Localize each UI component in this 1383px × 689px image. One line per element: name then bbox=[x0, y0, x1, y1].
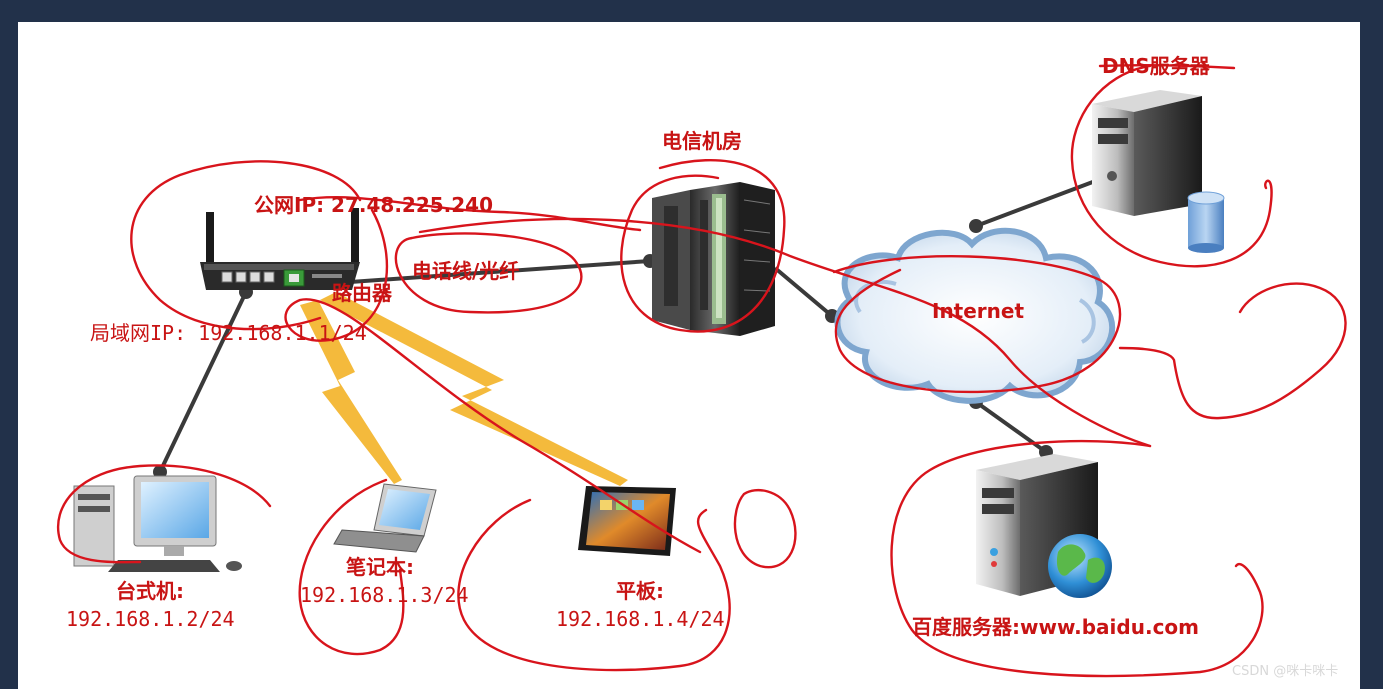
baidu-server-label: 百度服务器:www.baidu.com bbox=[912, 615, 1199, 639]
link-router-desktop bbox=[158, 291, 248, 473]
tablet-icon bbox=[578, 486, 676, 556]
desktop-ip-label: 192.168.1.2/24 bbox=[66, 607, 235, 631]
dns-server-label: DNS服务器 bbox=[1102, 54, 1211, 78]
router-icon bbox=[200, 208, 360, 290]
laptop-ip-label: 192.168.1.3/24 bbox=[300, 583, 469, 607]
watermark: CSDN @咪卡咪卡 bbox=[1232, 664, 1338, 679]
internet-label: Internet bbox=[932, 299, 1024, 323]
tablet-ip-label: 192.168.1.4/24 bbox=[556, 607, 725, 631]
lan-ip-label: 局域网IP: 192.168.1.1/24 bbox=[90, 321, 367, 345]
lan-loop bbox=[284, 208, 702, 554]
links bbox=[158, 178, 1099, 473]
globe-icon bbox=[1048, 534, 1112, 598]
public-ip-label: 公网IP: 27.48.225.240 bbox=[254, 193, 493, 217]
telecom-circle bbox=[620, 158, 786, 333]
laptop-icon bbox=[333, 483, 437, 553]
phone-fiber-label: 电话线/光纤 bbox=[412, 259, 519, 283]
database-icon bbox=[1187, 191, 1225, 253]
cloud-icon bbox=[834, 227, 1116, 404]
red-annotations bbox=[57, 63, 1347, 678]
laptop-circle bbox=[298, 478, 405, 656]
lightning-icon bbox=[300, 292, 628, 486]
baidu-circle bbox=[890, 439, 1264, 678]
link-internet-baidu bbox=[974, 400, 1048, 454]
dns-server-icon bbox=[1092, 90, 1202, 216]
router-circle bbox=[130, 160, 362, 331]
public-ip-circle bbox=[298, 196, 642, 232]
router-label: 路由器 bbox=[332, 281, 393, 305]
telecom-internet-stroke bbox=[418, 217, 1152, 448]
dns-strike bbox=[1098, 63, 1236, 70]
telecom-rack-icon bbox=[652, 182, 775, 336]
tablet-circle bbox=[457, 498, 731, 672]
laptop-name-label: 笔记本: bbox=[346, 555, 414, 579]
tablet-name-label: 平板: bbox=[616, 579, 664, 603]
link-internet-dns bbox=[975, 178, 1099, 228]
link-router-telecom bbox=[307, 259, 651, 287]
right-squiggle bbox=[1118, 282, 1347, 420]
desktop-circle bbox=[57, 464, 272, 564]
telecom-room-label: 电信机房 bbox=[662, 129, 742, 153]
small-loop bbox=[733, 489, 797, 569]
desktop-name-label: 台式机: bbox=[116, 579, 184, 603]
dns-circle bbox=[1070, 64, 1273, 268]
phone-fiber-circle bbox=[394, 232, 583, 314]
link-telecom-internet bbox=[773, 266, 834, 318]
desktop-icon bbox=[73, 475, 242, 572]
internet-circle bbox=[832, 255, 1122, 394]
